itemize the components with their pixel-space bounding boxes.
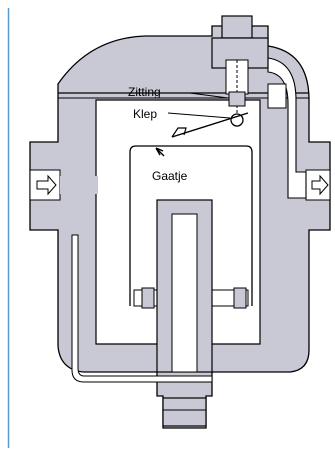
label-klep: Klep [133, 107, 157, 121]
bucket-rim-left [141, 287, 155, 309]
label-gaatje: Gaatje [152, 169, 188, 183]
outlet-arrow-icon [311, 174, 329, 196]
standpipe-bore [171, 213, 198, 373]
label-zitting: Zitting [128, 85, 161, 99]
drain-passage [71, 234, 213, 383]
inlet-arrow-icon [36, 174, 57, 196]
vent-hole-arrow [155, 147, 165, 157]
bucket-rim-right [233, 287, 247, 309]
lever-hook [171, 127, 187, 138]
outlet-channel [267, 57, 307, 199]
inlet-passage [60, 176, 98, 194]
outlet-channel-sleeve [267, 83, 287, 109]
drain-plug [162, 397, 207, 427]
klep-leader [167, 112, 231, 119]
cap-nut [221, 15, 253, 39]
inverted-bucket [129, 145, 253, 306]
zitting-leader [189, 92, 229, 99]
valve-seat-insert [228, 91, 246, 107]
